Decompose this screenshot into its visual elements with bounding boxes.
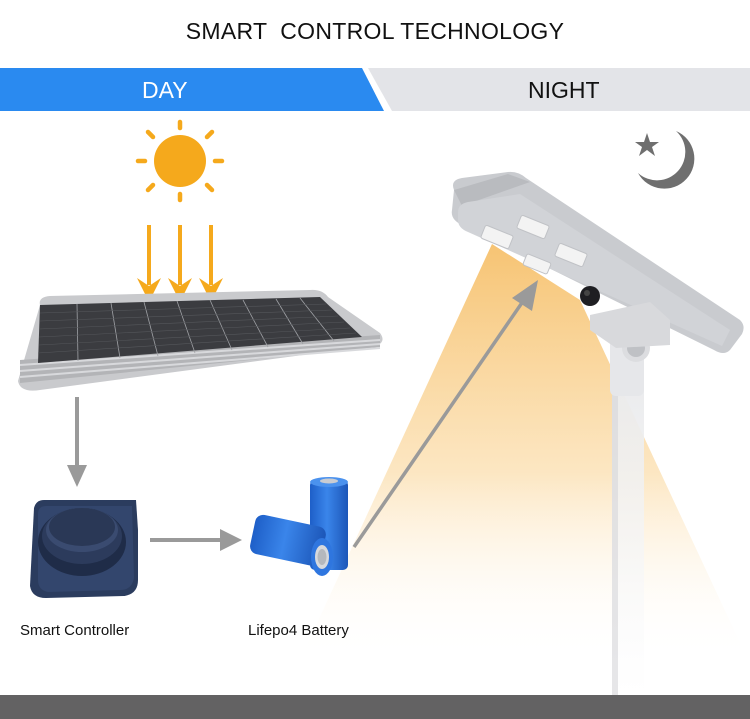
tab-day-label: DAY (142, 77, 188, 103)
arrow-down-icon (67, 397, 87, 487)
page-title: SMART CONTROL TECHNOLOGY (185, 18, 565, 44)
solar-panel-image (18, 289, 383, 391)
day-night-tabs: DAY NIGHT (0, 68, 750, 111)
street-lamp-image (451, 171, 744, 695)
arrow-right-icon (150, 529, 242, 551)
moon-star-icon (635, 131, 695, 189)
smart-controller-label: Smart Controller (20, 622, 130, 639)
tab-day[interactable]: DAY (0, 68, 384, 111)
tab-night[interactable]: NIGHT (368, 68, 750, 111)
lifepo4-battery-label: Lifepo4 Battery (248, 622, 349, 639)
arrow-diagonal-icon (352, 280, 538, 548)
footer-bar (0, 695, 750, 719)
sun-rays-arrows (137, 225, 223, 302)
tab-night-label: NIGHT (528, 77, 600, 103)
sun-icon (135, 119, 225, 203)
smart-controller-image (30, 500, 138, 598)
lifepo4-battery-image (250, 477, 348, 576)
